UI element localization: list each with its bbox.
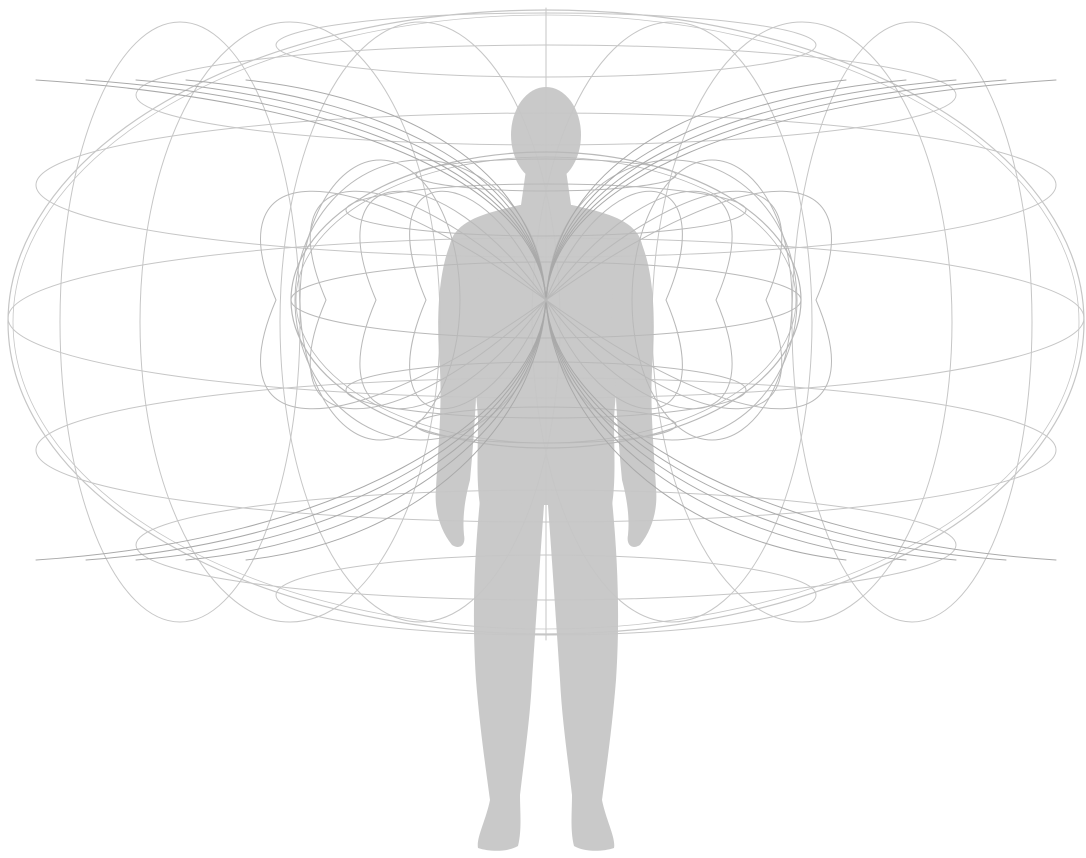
torus-field-illustration	[0, 0, 1086, 858]
